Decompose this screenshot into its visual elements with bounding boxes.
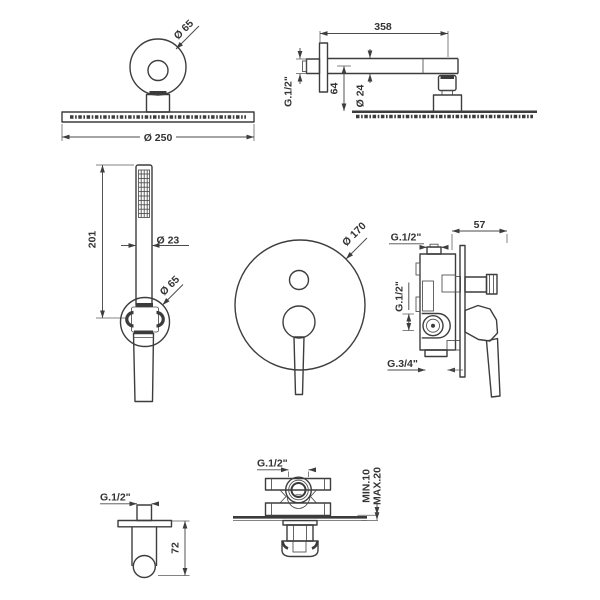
- view-mixer-front: Ø 170: [234, 220, 369, 396]
- dim-outlet-thread: G.1/2": [100, 492, 159, 507]
- dim-drop-height: 64: [329, 65, 351, 111]
- dim-label-outlet-height: 72: [170, 542, 182, 554]
- dim-label-max-embed: MAX.20: [372, 467, 384, 505]
- arm-joint-circle: [147, 59, 169, 82]
- outlet-nozzle-circle: [132, 554, 157, 579]
- handshower-handle: [132, 332, 155, 403]
- shower-neck: [145, 93, 171, 113]
- dim-label-handshower-length: 201: [87, 231, 99, 249]
- dim-label-flange-diameter: Ø 65: [172, 17, 197, 42]
- view-outlet-elbow: G.1/2" 72: [100, 492, 190, 579]
- dim-label-arm-length: 358: [374, 21, 392, 33]
- spray-face: [138, 169, 150, 218]
- diverter-knob-side: [464, 273, 498, 295]
- dim-label-wall-thread: G.1/2": [283, 76, 295, 107]
- joint-gasket: [149, 91, 167, 95]
- view-mixer-side: 57 G.1/2" G.1/2": [387, 219, 508, 398]
- dim-bottom-thread: G.3/4": [387, 358, 463, 373]
- dim-arm-length: 358: [319, 21, 449, 57]
- dim-label-drop-height: 64: [329, 83, 341, 95]
- holder-clamp: [125, 303, 165, 334]
- mixer-valve-body: [415, 243, 461, 358]
- dim-label-side-thread: G.1/2": [394, 281, 406, 312]
- dim-label-min-embed: MIN.10: [361, 469, 373, 503]
- dim-arm-diameter: Ø 24: [355, 49, 373, 107]
- dim-label-arm-diameter: Ø 24: [355, 84, 367, 107]
- arm-elbow-connector: [432, 74, 463, 113]
- shower-plate: [61, 111, 255, 123]
- valve-port-circle: [285, 476, 313, 504]
- dim-label-wand-diameter: Ø 23: [157, 235, 180, 247]
- dim-handshower-length: 201: [87, 164, 134, 319]
- dim-valve-thread: G.1/2": [257, 458, 316, 477]
- view-shower-arm-side: 358 G.1/2" 64 Ø 24: [283, 21, 537, 119]
- side-port-circle: [422, 315, 444, 337]
- dim-mixer-depth: 57: [451, 219, 508, 250]
- dim-plate-diameter: Ø 170: [340, 220, 369, 260]
- mixer-lever-front: [293, 336, 305, 396]
- holder-circle: [119, 296, 171, 348]
- view-stop-valve: G.1/2": [233, 458, 384, 558]
- valve-body-inwall: [264, 476, 332, 517]
- dim-outlet-height: 72: [158, 520, 190, 576]
- dim-label-mixer-depth: 57: [474, 219, 486, 231]
- mixer-lever-side: [464, 304, 501, 398]
- valve-body-outside: [281, 519, 319, 558]
- wall-nipple: [305, 58, 321, 75]
- dim-top-thread: G.1/2": [389, 232, 449, 250]
- dim-flange-diameter: Ø 65: [172, 17, 200, 50]
- wall-escutcheon: [318, 42, 329, 93]
- spray-face-grid: [138, 170, 150, 218]
- dim-label-bottom-thread: G.3/4": [387, 358, 418, 370]
- dim-label-head-diameter: Ø 250: [144, 132, 173, 144]
- handle-hub: [282, 305, 316, 339]
- view-handshower: 201 Ø 23: [87, 164, 189, 403]
- mixer-wall-plate: [459, 244, 466, 378]
- outlet-flange: [117, 519, 173, 528]
- dim-label-top-thread: G.1/2": [391, 232, 422, 244]
- dim-embed-depth: MIN.10 MAX.20: [357, 467, 384, 521]
- bottom-port: [424, 349, 448, 358]
- mixer-plate-circle: [234, 239, 366, 371]
- shower-arm: [327, 57, 459, 75]
- dim-head-diameter: Ø 250: [61, 124, 255, 144]
- outlet-body: [131, 526, 158, 579]
- dim-label-holder-diameter: Ø 65: [158, 273, 183, 298]
- dim-label-plate-diameter: Ø 170: [340, 220, 369, 249]
- dim-wall-thread: G.1/2": [283, 48, 307, 107]
- dim-holder-diameter: Ø 65: [158, 273, 184, 306]
- dim-label-outlet-thread: G.1/2": [100, 492, 131, 504]
- view-overhead-shower-front: Ø 250 Ø 65: [61, 17, 255, 144]
- dim-wand-diameter: Ø 23: [121, 235, 189, 248]
- dim-label-valve-thread: G.1/2": [257, 458, 288, 470]
- diverter-button: [288, 269, 310, 291]
- outlet-nipple: [136, 504, 153, 522]
- dim-side-thread: G.1/2": [394, 281, 414, 331]
- wall-nipple-collar: [302, 60, 307, 72]
